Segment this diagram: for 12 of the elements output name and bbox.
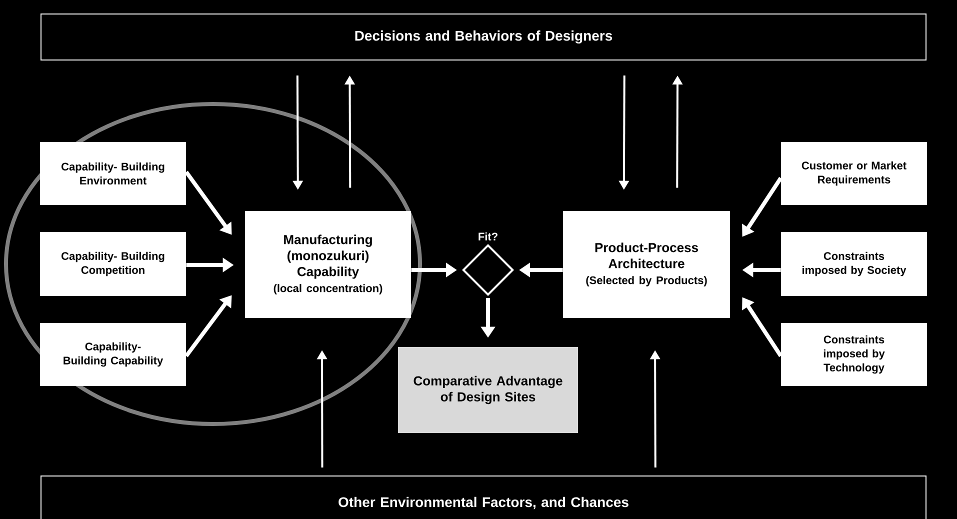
result-box: Comparative Advantage of Design Sites <box>398 347 578 433</box>
factor-box: Capability- Building Capability <box>40 323 186 386</box>
factor-box: Manufacturing (monozukuri) Capability (local concentration) <box>245 211 411 318</box>
node-label: Fit? <box>478 232 498 240</box>
factor-box: Constraints imposed by Technology <box>781 323 928 386</box>
factor-box: Constraints imposed by Society <box>781 232 928 296</box>
factor-box: Capability- Building Environment <box>40 142 186 205</box>
factor-box: Capability- Building Competition <box>40 232 186 296</box>
banner-box: Other Environmental Factors, and Chances <box>40 476 927 519</box>
factor-box: Product-Process Architecture (Selected by Products) <box>563 211 730 318</box>
banner-box: Decisions and Behaviors of Designers <box>40 14 927 60</box>
factor-box: Customer or Market Requirements <box>781 142 928 205</box>
